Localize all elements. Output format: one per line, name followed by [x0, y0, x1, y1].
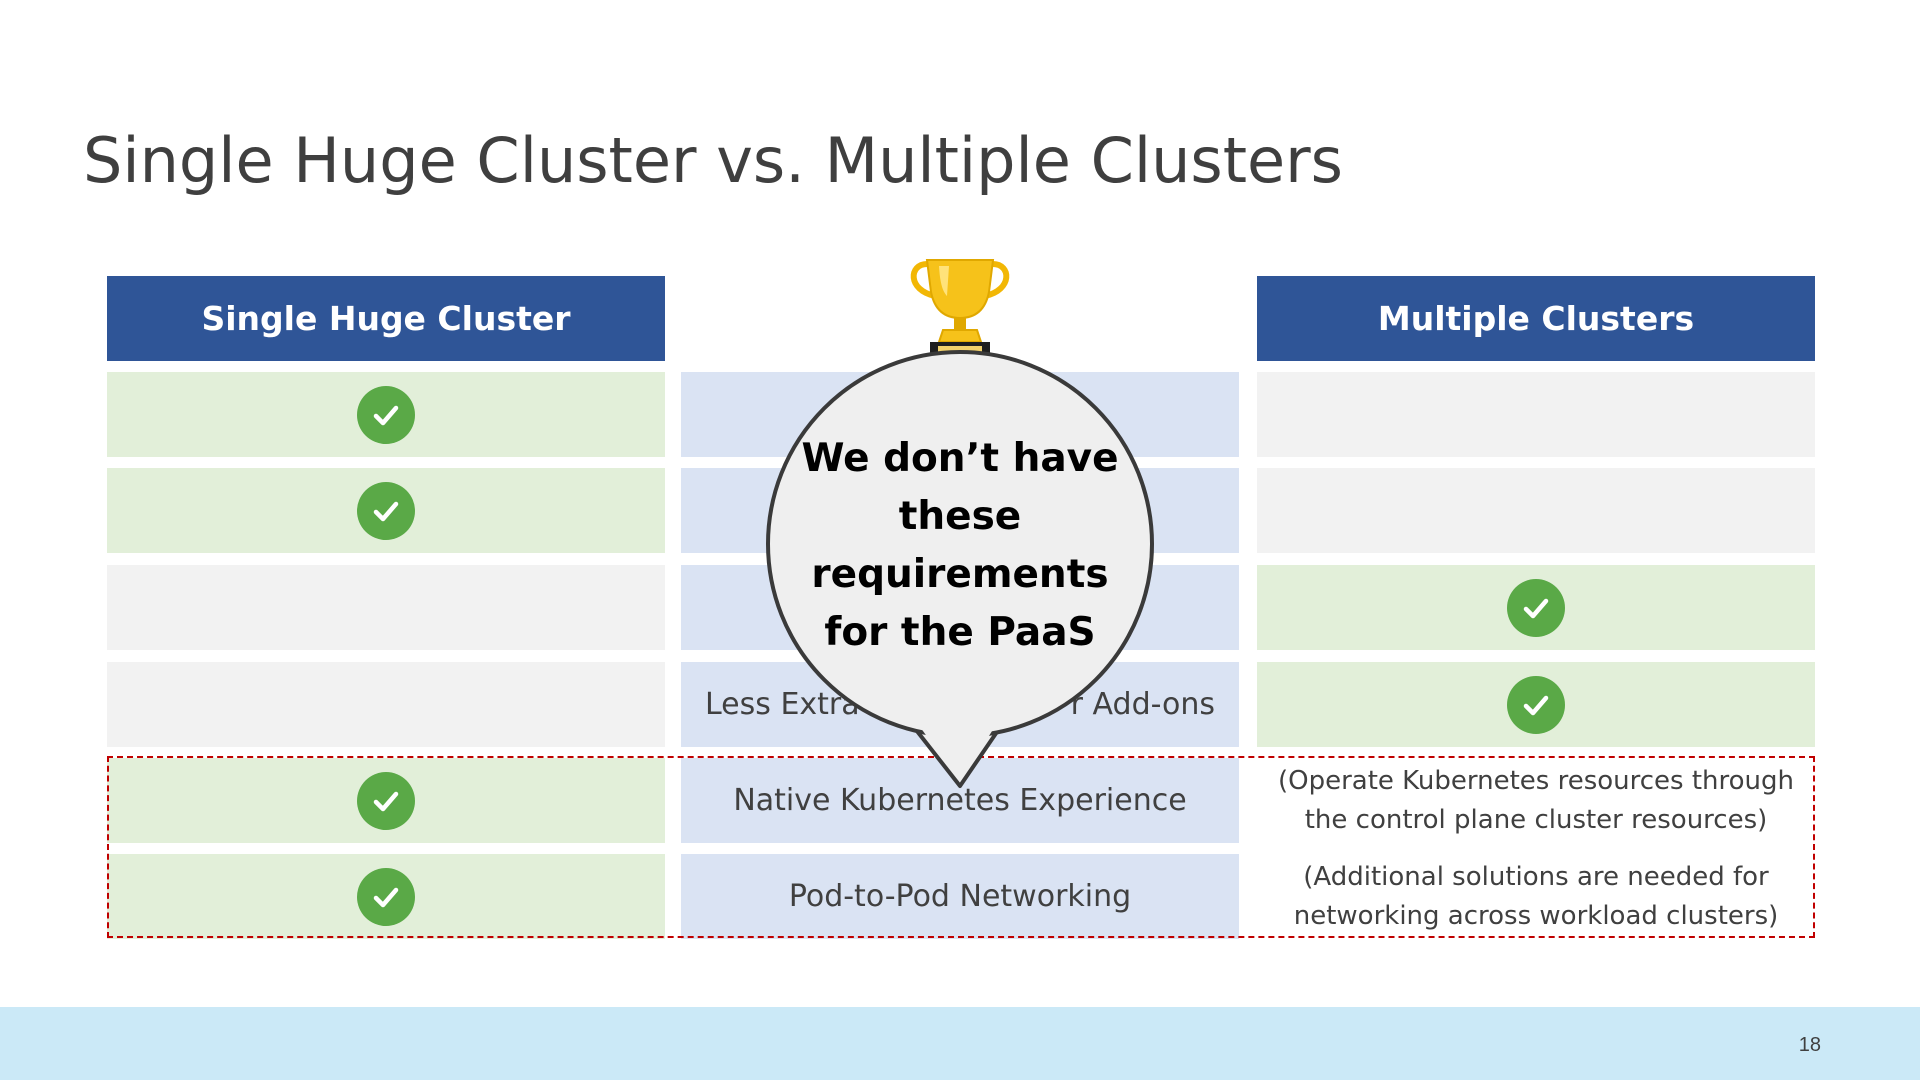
footer-bar	[0, 1007, 1920, 1080]
trophy-icon	[910, 259, 1010, 360]
row-4-feature-fragment-left: Less Extra	[705, 687, 860, 722]
speech-bubble	[766, 350, 1154, 788]
row-2-single-cell	[107, 468, 665, 553]
row-6-feature-cell: Pod-to-Pod Networking	[681, 854, 1239, 939]
check-icon	[357, 481, 415, 540]
row-3-single-cell	[107, 565, 665, 650]
slide-title: Single Huge Cluster vs. Multiple Cluster…	[83, 124, 1343, 197]
check-icon	[1507, 675, 1565, 734]
row-5-multiple-note: (Operate Kubernetes resources through th…	[1277, 765, 1795, 835]
row-6-multiple-note: (Additional solutions are needed for net…	[1293, 861, 1779, 931]
multiple-clusters-header: Multiple Clusters	[1257, 276, 1815, 361]
callout-text: We don’t have these requirements for the…	[801, 436, 1119, 655]
row-1-multiple-cell	[1257, 372, 1815, 457]
row-2-multiple-cell	[1257, 468, 1815, 553]
row-3-multiple-cell	[1257, 565, 1815, 650]
single-cluster-header: Single Huge Cluster	[107, 276, 665, 361]
row-6-single-cell	[107, 854, 665, 939]
feature-pod-networking: Pod-to-Pod Networking	[788, 879, 1132, 914]
row-4-single-cell	[107, 662, 665, 747]
check-icon	[357, 385, 415, 444]
check-icon	[357, 771, 415, 830]
row-4-feature-fragment-right: r Add-ons	[1070, 687, 1215, 722]
row-5-single-cell	[107, 758, 665, 843]
row-4-multiple-cell	[1257, 662, 1815, 747]
check-icon	[1507, 578, 1565, 637]
check-icon	[357, 867, 415, 926]
page-number: 18	[1798, 1034, 1821, 1056]
row-5-feature-cell: Native Kubernetes Experience	[681, 758, 1239, 843]
row-1-single-cell	[107, 372, 665, 457]
feature-native-kubernetes: Native Kubernetes Experience	[733, 783, 1187, 818]
